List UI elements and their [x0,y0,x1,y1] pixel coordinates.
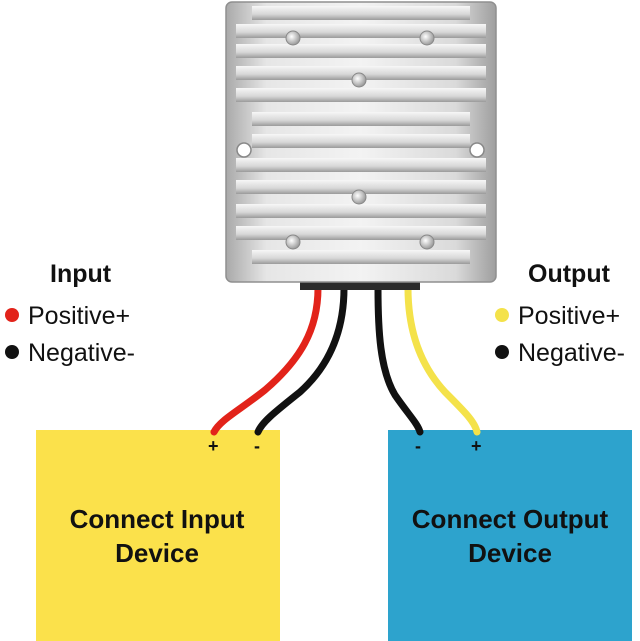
dc-converter-module [225,1,497,290]
input-positive-wire [210,284,322,436]
output-plus-terminal: + [471,436,482,456]
input-minus-terminal: - [254,436,260,456]
input-device-label-line2: Device [115,538,199,568]
input-plus-terminal: + [208,436,219,456]
input-title: Input [50,260,112,288]
input-negative-wire [254,284,348,436]
output-device-label-line2: Device [468,538,552,568]
output-positive-wire [404,284,481,436]
input-device-label-line1: Connect Input [70,504,245,534]
output-title: Output [528,260,611,288]
output-positive-dot [495,308,509,322]
output-negative-dot [495,345,509,359]
output-negative-label: Negative- [518,339,625,367]
output-device-box [388,430,632,641]
output-minus-terminal: - [415,436,421,456]
input-negative-label: Negative- [28,339,135,367]
input-device-box [36,430,280,641]
output-negative-wire [374,284,424,436]
input-positive-dot [5,308,19,322]
input-negative-dot [5,345,19,359]
output-device-label-line1: Connect Output [412,504,609,534]
input-positive-label: Positive+ [28,302,130,330]
output-positive-label: Positive+ [518,302,620,330]
